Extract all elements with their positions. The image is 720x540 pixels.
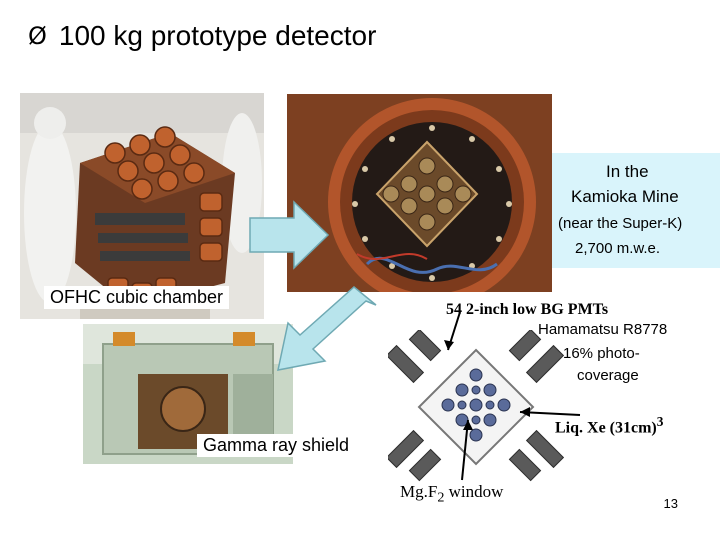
mine-line-1: In the xyxy=(606,162,649,181)
mine-info-box xyxy=(552,153,720,268)
lxe-label: Liq. Xe (31cm)3 xyxy=(555,414,663,437)
arrow-down-left-icon xyxy=(277,286,377,371)
annotation-pointers xyxy=(444,311,581,481)
arrow-right-icon xyxy=(249,200,330,270)
mine-line-4: 2,700 m.w.e. xyxy=(575,240,661,257)
page-number: 13 xyxy=(663,496,678,511)
lxe-superscript: 3 xyxy=(656,414,664,429)
slide-title: Ø 100 kg prototype detector xyxy=(28,20,376,52)
lxe-text: Liq. Xe (31cm) xyxy=(555,419,657,437)
mine-line-2: Kamioka Mine xyxy=(571,187,679,206)
ofhc-chamber-photo xyxy=(20,93,264,319)
mgf-text: Mg.F xyxy=(400,482,438,501)
ofhc-label: OFHC cubic chamber xyxy=(44,286,230,309)
arrow-bullet-icon: Ø xyxy=(28,22,47,50)
mgf-subscript: 2 xyxy=(437,489,445,506)
mgf-suffix: window xyxy=(444,482,504,501)
mgf-label: Mg.F2 window xyxy=(400,482,503,506)
coverage-line-2: coverage xyxy=(577,367,639,384)
title-text: 100 kg prototype detector xyxy=(58,20,377,51)
kamioka-photo xyxy=(287,94,552,292)
coverage-line-1: 16% photo- xyxy=(563,345,640,362)
pmt-model-label: Hamamatsu R8778 xyxy=(538,321,668,338)
pmt-array-diagram xyxy=(388,330,564,482)
mine-line-3: (near the Super-K) xyxy=(558,215,683,232)
pmt-count-label: 54 2-inch low BG PMTs xyxy=(446,301,609,318)
gamma-label: Gamma ray shield xyxy=(197,434,356,457)
